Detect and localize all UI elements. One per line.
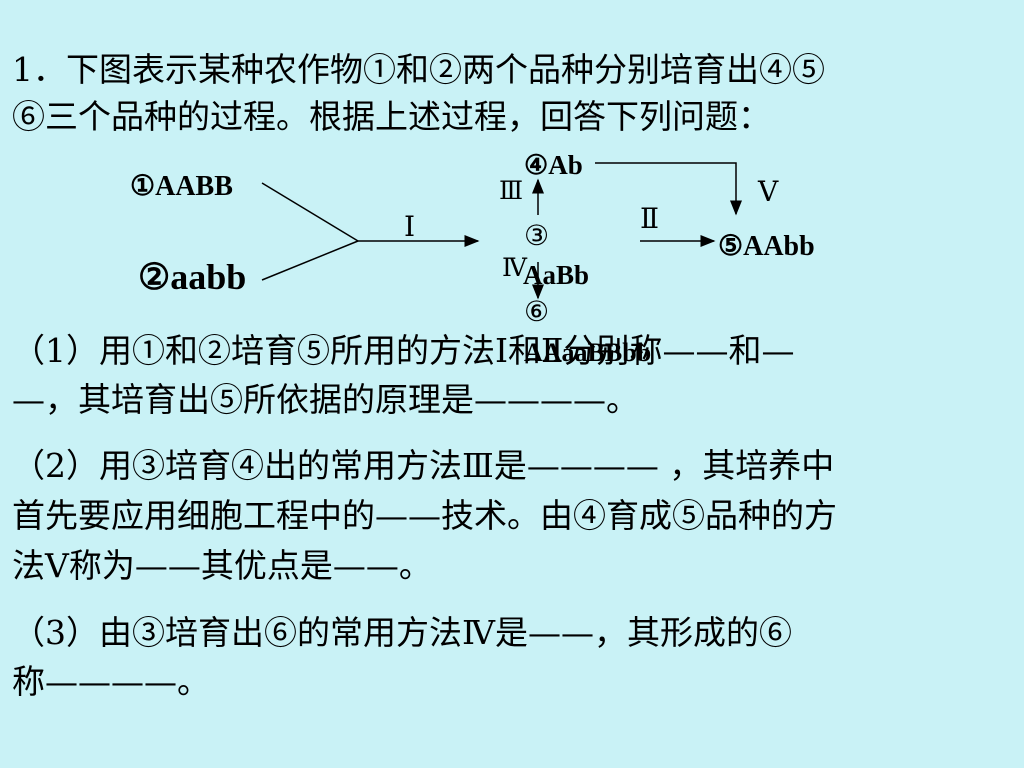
node3-mark: ③ xyxy=(524,221,550,252)
part2-line-2: 首先要应用细胞工程中的——技术。由④育成⑤品种的方 xyxy=(12,496,837,535)
node6-mark: ⑥ xyxy=(524,297,550,328)
part1-line-1: （1）用①和②培育⑤所用的方法Ⅰ和Ⅱ分别称——和— xyxy=(12,331,795,370)
node4-label: ④Ab xyxy=(524,150,583,180)
parent2-label: ②aabb xyxy=(138,257,247,297)
node6-genotype: AAaaBBbb xyxy=(524,338,652,367)
step-II-label: Ⅱ xyxy=(640,204,660,235)
node5-label: ⑤AAbb xyxy=(718,231,815,262)
part3-line-2: 称————。 xyxy=(12,662,210,701)
part3-line-1: （3）由③培育出⑥的常用方法Ⅳ是——，其形成的⑥ xyxy=(12,613,792,652)
question-line-1: 1．下图表示某种农作物①和②两个品种分别培育出④⑤ xyxy=(12,50,825,89)
part2-line-3: 法Ⅴ称为——其优点是——。 xyxy=(12,546,432,585)
parent1-label: ①AABB xyxy=(130,171,233,202)
step-III-label: Ⅲ xyxy=(499,178,524,205)
question-line-2: ⑥三个品种的过程。根据上述过程，回答下列问题： xyxy=(12,97,771,136)
step-IV-label: Ⅳ xyxy=(502,255,527,282)
part2-line-1: （2）用③培育④出的常用方法Ⅲ是———— ，其培养中 xyxy=(12,446,835,485)
connector-parent2 xyxy=(261,240,359,281)
connector-parent1 xyxy=(261,182,359,242)
step-V-label: Ⅴ xyxy=(758,177,779,208)
arrow-step-V xyxy=(595,162,742,216)
part1-line-2: —，其培育出⑤所依据的原理是————。 xyxy=(12,380,639,419)
step-I-label: Ⅰ xyxy=(404,212,416,243)
node3-genotype: AaBb xyxy=(523,260,590,290)
